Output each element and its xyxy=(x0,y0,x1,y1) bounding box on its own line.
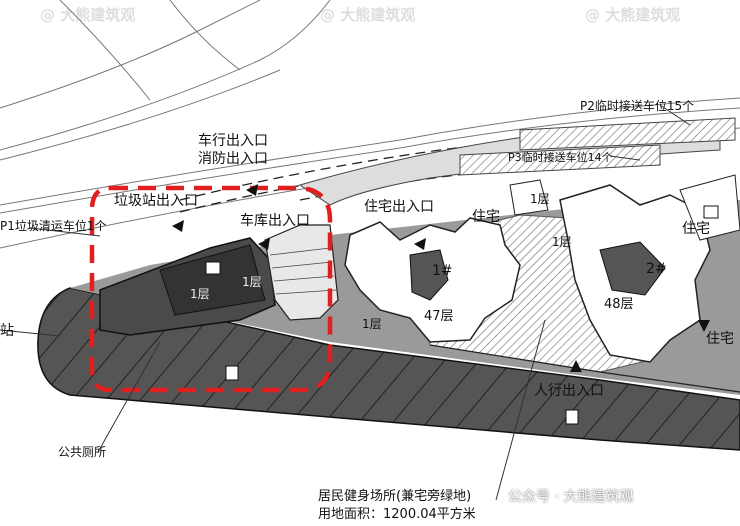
fitness-outline xyxy=(429,344,740,393)
label-residential-partial: 住宅 xyxy=(706,331,734,347)
parking-strip-p3 xyxy=(459,144,661,176)
fitness-park-band xyxy=(37,287,740,451)
toilet-icon-2 xyxy=(565,409,579,425)
arrow-pedestrian-entrance xyxy=(570,360,582,372)
building-2-core xyxy=(599,241,666,296)
label-station-partial: 站 xyxy=(0,323,14,339)
label-floors-47: 47层 xyxy=(424,309,454,324)
label-residential-2: 住宅 xyxy=(682,221,710,237)
entrance-arrows xyxy=(172,184,710,372)
toilet-icon xyxy=(225,365,239,381)
garbage-station-inner xyxy=(159,244,266,316)
wechat-brand-watermark: 公众号 · 大熊建筑观 xyxy=(508,489,634,505)
annex-building xyxy=(509,179,549,216)
building-1-core xyxy=(409,249,449,301)
garbage-station-highlight xyxy=(89,185,333,393)
arrow-right-entrance xyxy=(698,320,710,332)
watermark: @ 大熊建筑观 xyxy=(585,6,681,24)
label-building-2: 2# xyxy=(646,261,667,277)
label-floor: 1层 xyxy=(552,235,572,249)
label-floor: 1层 xyxy=(190,287,210,301)
label-fitness-area: 居民健身场所(兼宅旁绿地) xyxy=(318,489,472,504)
watermark: @ 大熊建筑观 xyxy=(40,6,136,24)
label-public-toilet: 公共厕所 xyxy=(58,445,107,459)
label-floor: 1层 xyxy=(242,275,262,289)
trash-icon-2 xyxy=(703,205,719,219)
label-p2-parking: P2临时接送车位15个 xyxy=(580,99,695,113)
label-p1-parking: P1垃圾清运车位1个 xyxy=(0,219,107,233)
arrow-garbage-entrance xyxy=(172,220,184,232)
label-garbage-station-entrance: 垃圾站出入口 xyxy=(114,193,198,209)
label-residential-entrance: 住宅出入口 xyxy=(364,199,434,215)
arrow-garage-entrance xyxy=(258,238,270,250)
label-floor: 1层 xyxy=(362,317,382,331)
label-fire-entrance: 消防出入口 xyxy=(198,151,268,167)
label-fitness-land-area: 用地面积：1200.04平方米 xyxy=(318,507,476,522)
label-garage-entrance: 车库出入口 xyxy=(240,213,310,229)
label-vehicle-entrance: 车行出入口 xyxy=(198,133,268,149)
parking-strip-p2 xyxy=(519,117,736,151)
arrow-vehicle-entrance xyxy=(246,184,258,196)
arrow-residential-entrance xyxy=(414,238,426,250)
trash-icon xyxy=(205,261,221,275)
label-p3-parking: P3临时接送车位14个 xyxy=(508,151,613,164)
label-building-1: 1# xyxy=(432,263,453,279)
garage-ramp xyxy=(264,224,339,321)
label-residential-1: 住宅 xyxy=(472,209,500,225)
label-floor: 1层 xyxy=(530,192,550,206)
label-pedestrian-entrance: 人行出入口 xyxy=(534,383,604,399)
watermark: @ 大熊建筑观 xyxy=(320,6,416,24)
label-floors-48: 48层 xyxy=(604,297,634,312)
facility-icons xyxy=(205,205,719,425)
